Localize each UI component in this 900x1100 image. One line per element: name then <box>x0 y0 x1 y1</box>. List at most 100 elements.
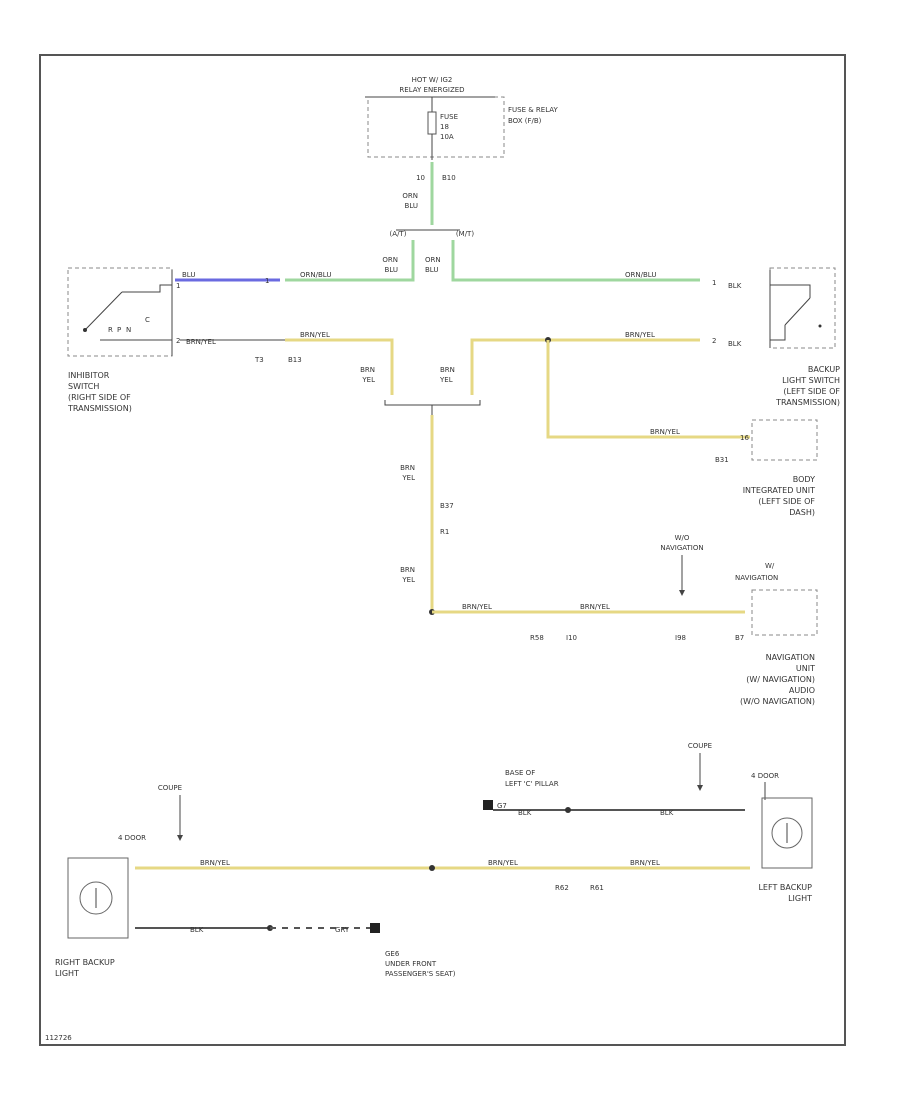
backup-switch-lead-top <box>770 284 811 298</box>
splice-left-label: (A/T) <box>390 230 407 238</box>
base-label-2: LEFT 'C' PILLAR <box>505 780 559 788</box>
inhibitor-name-2: SWITCH <box>68 382 99 391</box>
navigation-unit: W/O NAVIGATION W/ NAVIGATION R58 I10 I98… <box>530 534 818 706</box>
nav-name-2: UNIT <box>796 664 815 673</box>
inhibitor-b-label: B13 <box>288 356 302 364</box>
wire-inhibitor-out <box>285 338 394 395</box>
backup-switch-c1: 1 <box>712 279 716 287</box>
ground-icon-left <box>483 800 493 810</box>
light-ground-blk: BLK <box>190 926 204 934</box>
ground-wire-blk-2: BLK <box>660 809 674 817</box>
backup-switch-name-1: BACKUP <box>808 365 840 374</box>
fuse-line-1: FUSE <box>440 113 458 121</box>
ground-under-2: PASSENGER'S SEAT) <box>385 970 456 978</box>
biu-name-2: INTEGRATED UNIT <box>743 486 815 495</box>
wire-backup-switch-out <box>470 338 700 395</box>
inhibitor-lead-blu-pin: 1 <box>265 277 269 285</box>
fuse-relay-label: RELAY ENERGIZED <box>399 86 464 94</box>
nav-w-label: W/ <box>765 562 775 570</box>
light-pin-2: R61 <box>590 884 604 892</box>
backup-switch-lead-bottom <box>770 325 786 341</box>
ground-wire-blk-1: BLK <box>518 809 532 817</box>
nav-wo-arrowhead <box>679 590 685 596</box>
brn-yel-circuit: BRN/YEL BRN/YEL BRN YEL BRN YEL BRN/YEL … <box>180 331 750 615</box>
ground-under-label: GE6 <box>385 950 400 958</box>
footer-code: 112726 <box>45 1034 72 1042</box>
wire-to-biu <box>546 340 750 439</box>
join-bar <box>384 400 481 406</box>
fuse-conn-id: B10 <box>442 174 456 182</box>
wire-label-blu-inhibitor: BLU <box>182 271 195 279</box>
wire-label-inhibitor-lead: BRN/YEL <box>186 338 216 346</box>
nav-name-3: (W/ NAVIGATION) <box>746 675 815 684</box>
wire-label-nav-1: BRN/YEL <box>462 603 492 611</box>
wire-label-left-brn-yel: BRN/YEL <box>300 331 330 339</box>
backup-switch-terminal <box>818 324 822 328</box>
biu-box <box>751 419 818 461</box>
backup-switch-blk-1: BLK <box>728 282 742 290</box>
right-light-name-2: LIGHT <box>55 969 79 978</box>
wire-to-inhibitor <box>285 240 415 282</box>
backup-switch-blk-2: BLK <box>728 340 742 348</box>
fuse-box-name-1: FUSE & RELAY <box>508 106 559 114</box>
left-light-name-2: LIGHT <box>788 894 812 903</box>
fuse-line-2: 18 <box>440 123 449 131</box>
biu-name-1: BODY <box>793 475 815 484</box>
nav-pin-1: R58 <box>530 634 544 642</box>
coupe-right-label: COUPE <box>688 742 712 750</box>
fuse-hot-label: HOT W/ IG2 <box>412 76 453 84</box>
fuse-icon <box>427 111 437 135</box>
left-backup-light-bulb <box>771 817 803 849</box>
conn-mid-b: R1 <box>440 528 449 536</box>
inhibitor-pin-n: N <box>126 326 131 334</box>
backup-switch-contact <box>784 297 811 326</box>
backup-lights-section: COUPE 4 DOOR COUPE 4 DOOR BASE OF LEFT '… <box>55 742 813 978</box>
light-ground-gry: GRY <box>335 926 350 934</box>
nav-name-1: NAVIGATION <box>766 653 815 662</box>
fuse-box-name-2: BOX (F/B) <box>508 117 542 125</box>
body-integrated-unit: 16 B31 BODY INTEGRATED UNIT (LEFT SIDE O… <box>715 419 818 517</box>
wire-label-blu: BLU <box>405 202 418 210</box>
wire-left-blu: BLU <box>385 266 398 274</box>
wire-low-brn: BRN <box>400 566 415 574</box>
orn-blu-circuit: ORN BLU (A/T) (M/T) ORN BLU ORN BLU ORN/… <box>175 162 700 282</box>
wire-right-yel: YEL <box>439 376 453 384</box>
inhibitor-name-4: TRANSMISSION) <box>67 404 132 413</box>
right-backup-light-box <box>67 857 129 939</box>
diagram-frame <box>39 54 846 1046</box>
wire-left-orn: ORN <box>382 256 398 264</box>
inhibitor-c1: 1 <box>176 282 180 290</box>
inhibitor-pin-r: R <box>108 326 113 334</box>
conn-mid-a: B37 <box>440 502 454 510</box>
nav-wo-label-2: NAVIGATION <box>660 544 703 552</box>
coupe-left-label: COUPE <box>158 784 182 792</box>
nav-pin-3: I98 <box>675 634 686 642</box>
nav-wo-label: W/O <box>675 534 690 542</box>
backup-switch-c2: 2 <box>712 337 716 345</box>
coupe-left-arrowhead <box>177 835 183 841</box>
inhibitor-switch: R P N C 1 2 1 T3 B13 INHIBITOR SWITCH (R… <box>67 267 302 413</box>
left-backup-light-box <box>761 797 813 869</box>
inhibitor-pin-c: C <box>145 316 150 324</box>
splice-right-label: (M/T) <box>456 230 474 238</box>
wire-label-biu: BRN/YEL <box>650 428 680 436</box>
left-light-name-1: LEFT BACKUP <box>758 883 812 892</box>
nav-pin-2: I10 <box>566 634 577 642</box>
inhibitor-contact <box>84 291 123 331</box>
base-label-1: BASE OF <box>505 769 535 777</box>
right-backup-light-bulb <box>79 881 113 915</box>
biu-pin: B31 <box>715 456 729 464</box>
biu-name-4: DASH) <box>789 508 815 517</box>
ground-under-1: UNDER FRONT <box>385 960 437 968</box>
sedan-left-label: 4 DOOR <box>118 834 146 842</box>
inhibitor-t-label: T3 <box>254 356 264 364</box>
sedan-right-label: 4 DOOR <box>751 772 779 780</box>
biu-name-3: (LEFT SIDE OF <box>758 497 815 506</box>
inhibitor-name-1: INHIBITOR <box>68 371 110 380</box>
nav-w-label-2: NAVIGATION <box>735 574 778 582</box>
backup-switch-box <box>769 267 836 349</box>
backup-switch-name-2: LIGHT SWITCH <box>782 376 840 385</box>
wire-right-brn: BRN <box>440 366 455 374</box>
fuse-conn-pin: 10 <box>416 174 425 182</box>
